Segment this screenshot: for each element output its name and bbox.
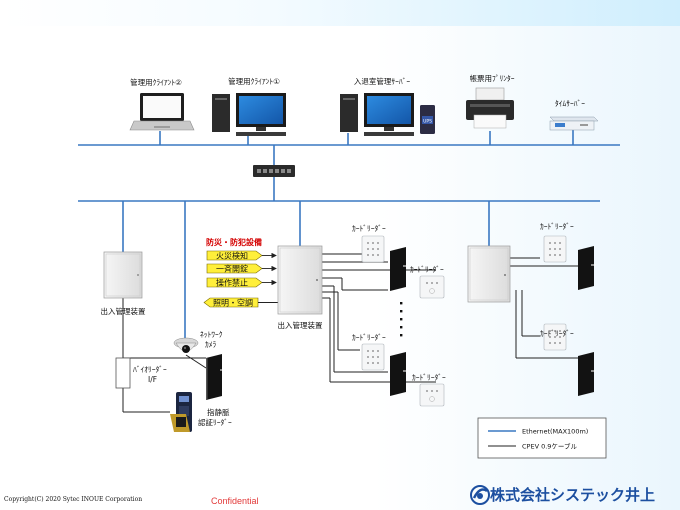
ups-text: UPS xyxy=(423,119,432,125)
card-reader-icon xyxy=(419,275,445,299)
left-controller-panel xyxy=(103,251,143,299)
card-reader-label: ｶｰﾄﾞﾘｰﾀﾞｰ xyxy=(410,265,444,274)
fingerprint-reader-icon xyxy=(170,392,192,432)
card-reader-label: ｶｰﾄﾞﾘｰﾀﾞｰ xyxy=(412,373,446,382)
entry-server-label: 入退室管理ｻｰﾊﾞｰ xyxy=(354,76,410,86)
bio-reader-label: ﾊﾞｲｵﾘｰﾀﾞｰ xyxy=(133,365,167,374)
unlock-all-box: 一斉開錠 xyxy=(206,264,263,274)
door-icon xyxy=(578,246,596,290)
printer-icon xyxy=(466,87,514,129)
card-reader-icon xyxy=(419,383,445,407)
client2-label: 管理用ｸﾗｲｱﾝﾄ② xyxy=(130,77,182,87)
door-icon xyxy=(390,247,408,291)
bio-reader-if-label: I/F xyxy=(148,375,157,384)
right-controller-panel xyxy=(467,245,511,303)
fire-detect-label: 火災検知 xyxy=(216,251,248,261)
fingerprint-label-line1: 指静脈 xyxy=(207,407,230,417)
laptop-icon xyxy=(129,93,195,131)
printer-label: 帳票用ﾌﾟﾘﾝﾀｰ xyxy=(470,74,515,83)
confidential-label: Confidential xyxy=(211,496,259,506)
camera-label-line2: ｶﾒﾗ xyxy=(205,340,216,349)
legend: Ethernet(MAX100m) CPEV 0.9ケーブル xyxy=(477,417,607,459)
ethernet-lines xyxy=(78,130,620,338)
operation-lock-label: 操作禁止 xyxy=(216,278,248,288)
left-controller-label: 出入管理装置 xyxy=(101,306,146,316)
card-reader-icon xyxy=(361,343,385,371)
desktop-pc-icon xyxy=(212,93,286,136)
security-arrows xyxy=(258,252,278,303)
copyright-text: Copyright(C) 2020 Sytec INOUE Corporatio… xyxy=(4,496,143,503)
door-icon xyxy=(390,352,408,396)
network-switch-icon xyxy=(253,165,295,177)
center-controller-label: 出入管理装置 xyxy=(278,320,323,330)
server-pc-icon xyxy=(340,93,414,136)
time-server-icon xyxy=(549,116,599,131)
header-strip xyxy=(0,0,680,26)
card-reader-icon xyxy=(361,235,385,263)
fire-detect-box: 火災検知 xyxy=(206,251,263,261)
card-reader-label: ｶｰﾄﾞﾘｰﾀﾞｰ xyxy=(352,224,386,233)
bio-reader-if-box xyxy=(115,357,131,389)
ups-icon: UPS xyxy=(420,105,435,134)
door-icon xyxy=(578,352,596,396)
company-logo: 株式会社システック井上 xyxy=(466,484,676,506)
security-equipment-title: 防災・防犯設備 xyxy=(206,237,262,247)
card-reader-icon xyxy=(543,235,567,263)
operation-lock-box: 操作禁止 xyxy=(206,278,263,288)
time-server-label: ﾀｲﾑｻｰﾊﾞｰ xyxy=(555,99,585,108)
camera-label-line1: ﾈｯﾄﾜｰｸ xyxy=(200,330,223,339)
center-controller-panel xyxy=(277,245,323,315)
company-logo-icon xyxy=(470,485,490,505)
card-reader-label: ｶｰﾄﾞﾘｰﾀﾞｰ xyxy=(352,333,386,342)
dome-camera-icon xyxy=(173,337,199,353)
lighting-hvac-label: 照明・空調 xyxy=(213,298,253,308)
card-reader-label: ｶｰﾄﾞﾘｰﾀﾞｰ xyxy=(540,222,574,231)
ellipsis-dots xyxy=(400,302,403,337)
card-reader-label: ｶｰﾄﾞﾘｰﾀﾞｰ xyxy=(540,329,574,338)
fingerprint-label-line2: 認証ﾘｰﾀﾞｰ xyxy=(198,417,232,427)
door-icon xyxy=(206,354,224,400)
company-name: 株式会社システック井上 xyxy=(490,486,656,504)
legend-ethernet: Ethernet(MAX100m) xyxy=(522,428,588,436)
legend-cpev: CPEV 0.9ケーブル xyxy=(522,442,578,451)
unlock-all-label: 一斉開錠 xyxy=(216,264,248,274)
client1-label: 管理用ｸﾗｲｱﾝﾄ① xyxy=(228,76,280,86)
card-reader-icon xyxy=(543,323,567,351)
lighting-hvac-box: 照明・空調 xyxy=(203,298,259,308)
